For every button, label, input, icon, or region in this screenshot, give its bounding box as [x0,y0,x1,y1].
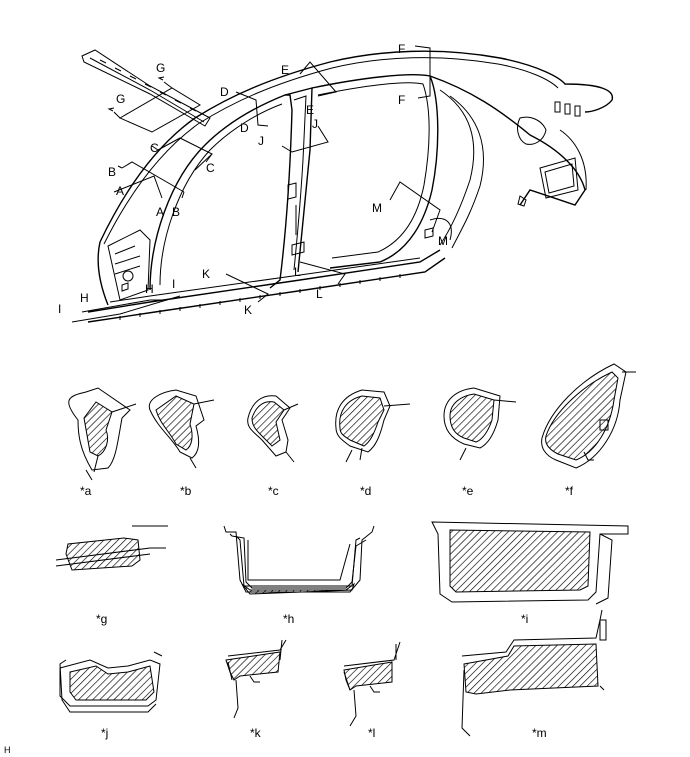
section-captions: *a *b *c *d *e *f *g *h *i *j *k *l *m [80,484,574,740]
body-side-panel-drawing [81,49,613,323]
section-label-i: I [58,302,61,316]
section-label-k: K [244,303,252,317]
caption-l: *l [368,726,375,740]
caption-b: *b [180,484,192,498]
section-label-f: F [398,93,405,107]
cross-section-f [541,363,636,469]
section-label-g: G [116,92,125,106]
cross-section-e [443,387,517,461]
section-label-c: C [150,141,159,155]
caption-e: *e [462,484,474,498]
cross-section-k [225,639,287,719]
cross-section-g [55,525,168,571]
section-label-a: A [156,205,164,219]
section-label-c: C [206,161,215,175]
caption-k: *k [250,726,262,740]
section-cut-lines [71,45,441,323]
caption-m: *m [532,726,547,740]
cross-section-l [343,641,401,727]
section-label-g: G [156,61,165,75]
caption-g: *g [96,612,107,626]
section-label-m: M [438,234,448,248]
cross-section-j [59,651,163,713]
section-label-f: F [398,42,405,56]
section-label-d: D [240,121,249,135]
caption-f: *f [565,484,574,498]
section-label-b: B [172,205,180,219]
cross-section-h [223,525,375,595]
cross-section-c [247,395,299,463]
cross-section-d [335,389,411,463]
section-label-e: E [306,103,314,117]
section-label-l: L [294,265,301,279]
section-label-l: L [316,287,323,301]
section-label-j: J [312,117,318,131]
section-label-k: K [202,267,210,281]
cross-section-m [461,609,607,737]
caption-j: *j [101,726,108,740]
cross-section-b [148,389,215,469]
section-label-h: H [80,291,89,305]
caption-i: *i [521,612,528,626]
caption-a: *a [80,484,92,498]
section-label-a: A [116,184,124,198]
caption-d: *d [360,484,371,498]
section-label-j: J [258,134,264,148]
section-label-d: D [220,85,229,99]
section-label-e: E [281,63,289,77]
cross-section-a [68,387,137,481]
caption-h: *h [283,612,294,626]
cross-section-i [431,521,629,605]
section-label-b: B [108,165,116,179]
section-label-m: M [372,201,382,215]
section-label-h: H [145,282,154,296]
caption-c: *c [268,484,279,498]
section-letter-labels: G G C C B B A A D D E E F F J J M M K K … [58,42,448,317]
section-label-i: I [172,277,175,291]
corner-mark: H [4,745,11,755]
